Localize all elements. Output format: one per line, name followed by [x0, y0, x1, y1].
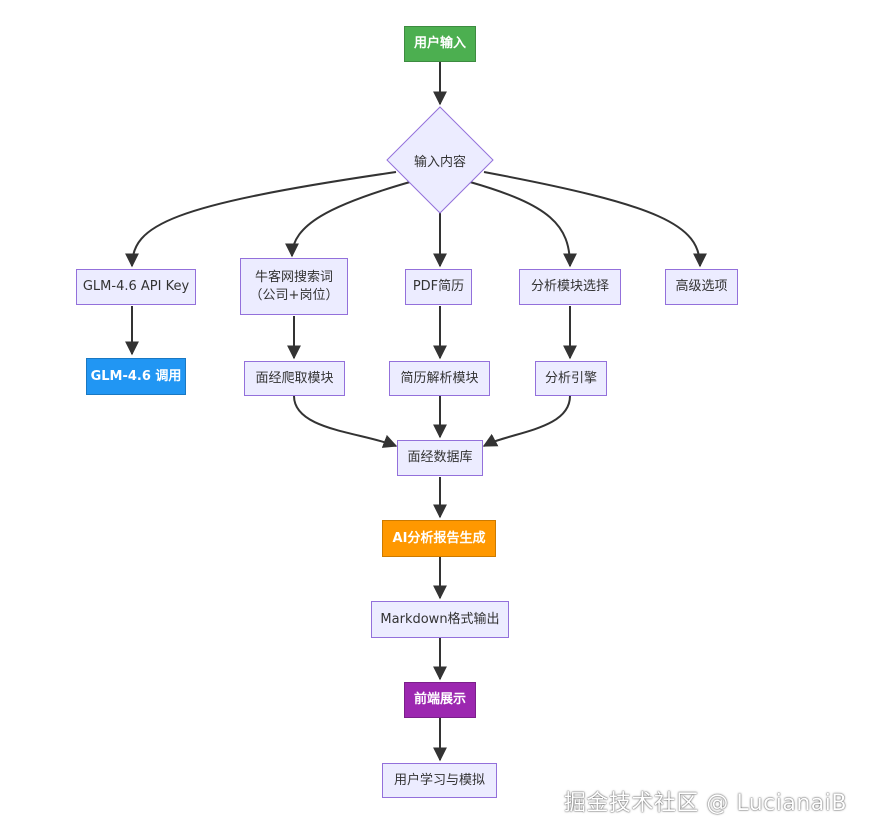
glm-api-key-node: GLM-4.6 API Key — [76, 269, 196, 305]
resume-parser-label: 简历解析模块 — [400, 370, 479, 386]
interview-database-node: 面经数据库 — [397, 440, 483, 476]
ai-report-label: AI分析报告生成 — [392, 530, 486, 546]
advanced-options-node: 高级选项 — [665, 269, 738, 305]
decision-node-label: 输入内容 — [413, 154, 466, 170]
edge-crawler-db — [293, 395, 398, 448]
advanced-options-label: 高级选项 — [675, 279, 728, 295]
edge-decision-advanced — [483, 171, 707, 268]
decision-diamond-shape — [386, 106, 494, 214]
markdown-output-node: Markdown格式输出 — [371, 601, 509, 638]
frontend-display-node: 前端展示 — [404, 682, 476, 718]
frontend-display-label: 前端展示 — [413, 692, 466, 708]
edge-decision-glmkey — [125, 171, 397, 268]
crawler-module-node: 面经爬取模块 — [244, 361, 345, 396]
start-node-label: 用户输入 — [413, 36, 466, 52]
module-select-node: 分析模块选择 — [519, 269, 621, 305]
edge-decision-module — [469, 181, 577, 268]
edge-engine-db — [482, 395, 571, 447]
ai-report-node: AI分析报告生成 — [382, 520, 496, 557]
glm-api-key-label: GLM-4.6 API Key — [82, 279, 190, 295]
analysis-engine-node: 分析引擎 — [535, 361, 607, 396]
decision-node: 输入内容 — [386, 106, 494, 214]
nowcoder-search-label: 牛客网搜索词 （公司+岗位） — [249, 269, 339, 303]
start-node: 用户输入 — [404, 26, 476, 62]
pdf-resume-node: PDF简历 — [405, 269, 472, 305]
resume-parser-node: 简历解析模块 — [389, 361, 490, 396]
glm-call-label: GLM-4.6 调用 — [90, 368, 182, 384]
user-learning-node: 用户学习与模拟 — [382, 763, 497, 798]
pdf-resume-label: PDF简历 — [412, 279, 465, 295]
interview-database-label: 面经数据库 — [407, 450, 473, 466]
analysis-engine-label: 分析引擎 — [544, 370, 597, 386]
user-learning-label: 用户学习与模拟 — [393, 772, 485, 788]
module-select-label: 分析模块选择 — [530, 279, 609, 295]
edge-decision-nowcoder — [285, 181, 411, 258]
markdown-output-label: Markdown格式输出 — [380, 611, 500, 627]
nowcoder-search-node: 牛客网搜索词 （公司+岗位） — [240, 258, 348, 315]
glm-call-node: GLM-4.6 调用 — [86, 358, 186, 395]
watermark-text: 掘金技术社区 @ LucianaiB — [563, 791, 847, 816]
crawler-module-label: 面经爬取模块 — [255, 370, 334, 386]
